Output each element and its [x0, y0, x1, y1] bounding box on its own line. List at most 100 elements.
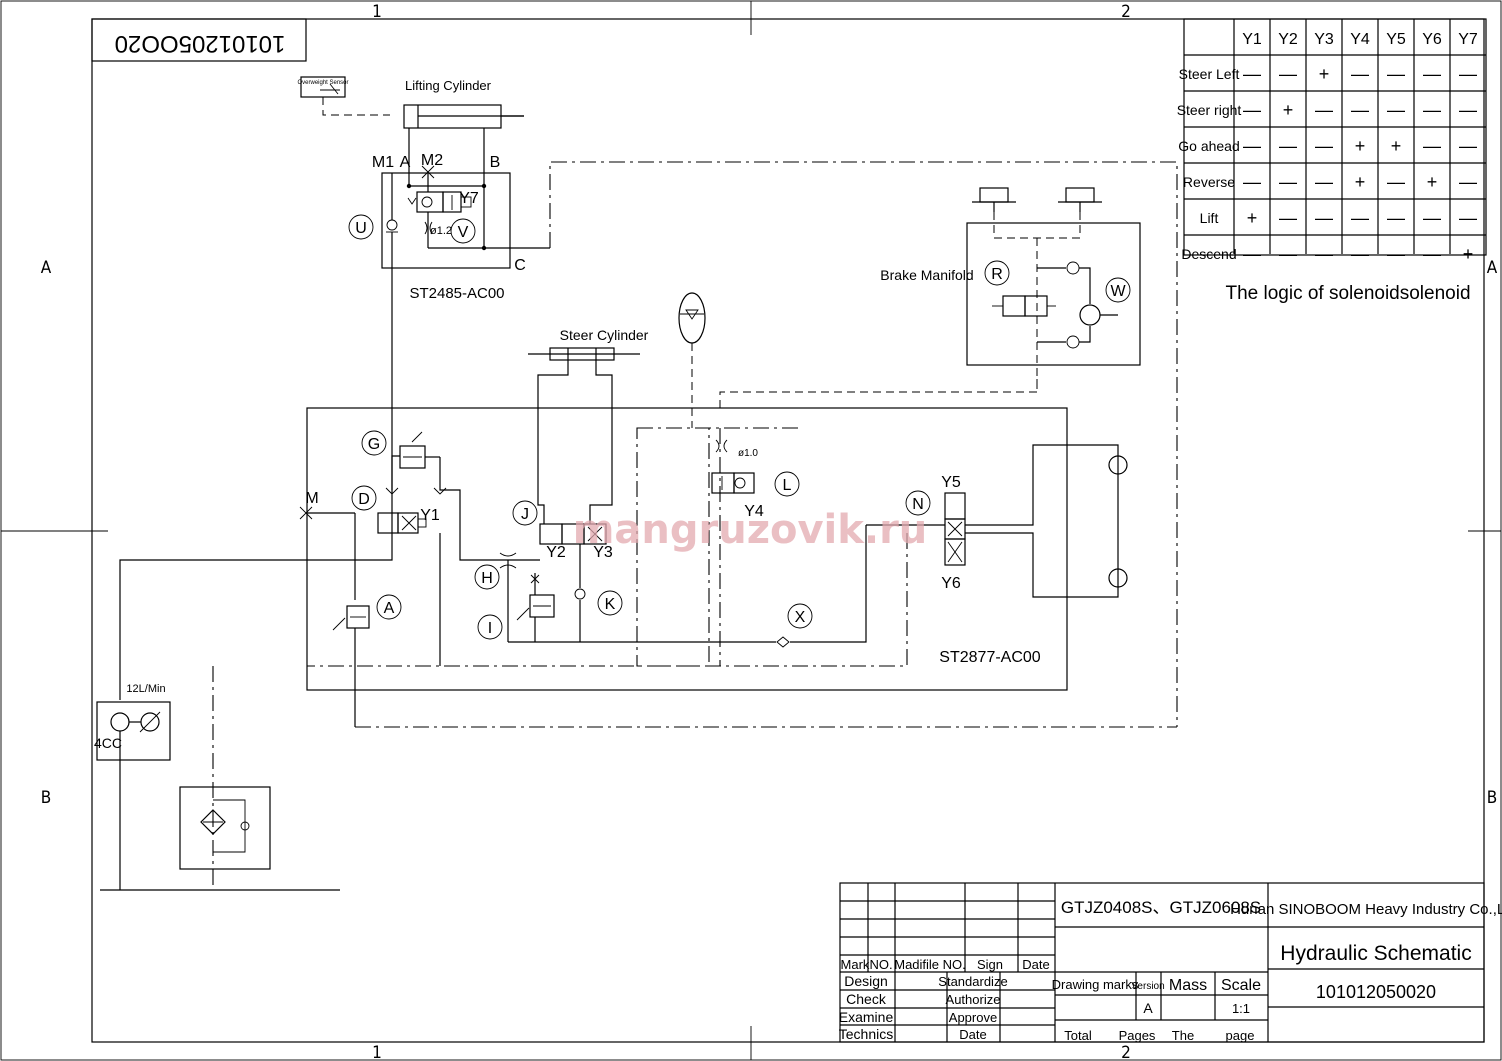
logic-cell: —	[1279, 64, 1297, 84]
pages-label: Pages	[1119, 1028, 1156, 1043]
port-c-label: C	[514, 257, 526, 274]
logic-col-y1: Y1	[1242, 31, 1262, 48]
callout-i: I	[477, 614, 503, 640]
rev-header-cell: Sign	[977, 957, 1003, 972]
logic-cell: —	[1243, 136, 1261, 156]
port-b-label: B	[490, 154, 501, 171]
logic-cell: +	[1247, 208, 1258, 228]
port-m-label: M	[305, 490, 318, 507]
logic-row-label: Reverse	[1183, 174, 1235, 190]
svg-text:J: J	[521, 506, 529, 523]
logic-cell: —	[1459, 100, 1477, 120]
callout-x: X	[787, 603, 813, 629]
drawing-marks-label: Drawing marks	[1052, 977, 1139, 992]
approval-roles: DesignCheckExamineTechnicsStandardizeAut…	[839, 973, 1008, 1042]
svg-text:A: A	[384, 600, 395, 617]
pump-flow-label: 12L/Min	[126, 683, 165, 695]
manifold-st2485-label: ST2485-AC00	[409, 285, 504, 302]
return-line-top	[549, 161, 1178, 727]
callout-h: H	[474, 564, 500, 590]
zone-label-bottom-1: 1	[372, 1043, 382, 1061]
brake-release-valve	[992, 295, 1056, 317]
logic-cell: —	[1279, 172, 1297, 192]
y5-label: Y5	[941, 474, 961, 491]
manifold-st2877-label: ST2877-AC00	[939, 649, 1040, 666]
total-label: Total	[1064, 1028, 1092, 1043]
logic-cell: —	[1387, 244, 1405, 264]
logic-cell: —	[1423, 136, 1441, 156]
version-value: A	[1143, 1000, 1153, 1016]
logic-cell: +	[1463, 244, 1474, 264]
logic-cell: +	[1355, 136, 1366, 156]
logic-cell: —	[1315, 172, 1333, 192]
svg-text:N: N	[912, 496, 924, 513]
logic-col-y6: Y6	[1422, 31, 1442, 48]
callout-k: K	[597, 590, 623, 616]
y6-label: Y6	[941, 575, 961, 592]
logic-cell: +	[1391, 136, 1402, 156]
callout-v: V	[450, 218, 476, 244]
brake-cylinders	[972, 187, 1102, 212]
manifold-st2485	[381, 172, 511, 269]
logic-col-y3: Y3	[1314, 31, 1334, 48]
svg-text:V: V	[458, 224, 469, 241]
company-text: Hunan SINOBOOM Heavy Industry Co.,Ltd.	[1230, 901, 1502, 918]
logic-cell: +	[1283, 100, 1294, 120]
version-label: Version	[1131, 981, 1164, 992]
svg-text:D: D	[358, 491, 370, 508]
logic-col-y5: Y5	[1386, 31, 1406, 48]
y4-valve	[711, 472, 755, 494]
role-right: Approve	[949, 1010, 997, 1025]
orifice-12-label: ø1.2	[430, 225, 452, 237]
logic-cell: —	[1279, 208, 1297, 228]
main-relief-valve-a	[332, 605, 370, 631]
zone-label-left-b: B	[41, 788, 52, 808]
accumulator	[678, 292, 706, 344]
port-m1-label: M1	[372, 154, 394, 171]
the-label: The	[1172, 1028, 1194, 1043]
logic-row-label: Go ahead	[1178, 138, 1240, 154]
logic-cell: —	[1315, 244, 1333, 264]
logic-cell: —	[1459, 136, 1477, 156]
logic-cell: —	[1279, 244, 1297, 264]
logic-cell: —	[1351, 244, 1369, 264]
logic-cell: —	[1315, 100, 1333, 120]
logic-cell: —	[1387, 100, 1405, 120]
mass-label: Mass	[1169, 977, 1207, 994]
svg-text:U: U	[355, 220, 367, 237]
return-filter	[179, 786, 271, 870]
logic-cell: +	[1319, 64, 1330, 84]
rev-header-cell: NO.	[869, 957, 892, 972]
callout-u: U	[348, 214, 374, 240]
callout-w: W	[1105, 277, 1131, 303]
logic-cell: —	[1351, 64, 1369, 84]
zone-label-top-1: 1	[372, 2, 382, 22]
drive-motor-loop	[965, 444, 1119, 598]
zone-label-bottom-2: 2	[1121, 1043, 1131, 1061]
logic-cell: —	[1279, 136, 1297, 156]
rev-header-cell: Mark	[841, 957, 870, 972]
svg-text:W: W	[1110, 283, 1126, 300]
steer-cylinder	[528, 347, 640, 361]
port-a-label: A	[400, 154, 411, 171]
y3-label: Y3	[593, 544, 613, 561]
logic-cell: —	[1351, 208, 1369, 228]
title-block	[839, 882, 1485, 1043]
mirrored-drawing-code: 10101205OO20	[115, 30, 286, 57]
y1-label: Y1	[420, 507, 440, 524]
rev-header-cell: Madifile NO.	[894, 957, 966, 972]
page-label: page	[1226, 1028, 1255, 1043]
logic-cell: —	[1387, 208, 1405, 228]
y7-descend-valve	[407, 191, 472, 213]
logic-cell: —	[1459, 208, 1477, 228]
check-valve-x	[776, 636, 790, 648]
logic-cell: —	[1243, 64, 1261, 84]
logic-cell: —	[1387, 172, 1405, 192]
brake-manifold	[966, 222, 1141, 366]
scale-label: Scale	[1221, 977, 1261, 994]
role-left: Check	[846, 991, 887, 1007]
logic-table-caption: The logic of solenoidsolenoid	[1225, 283, 1470, 304]
